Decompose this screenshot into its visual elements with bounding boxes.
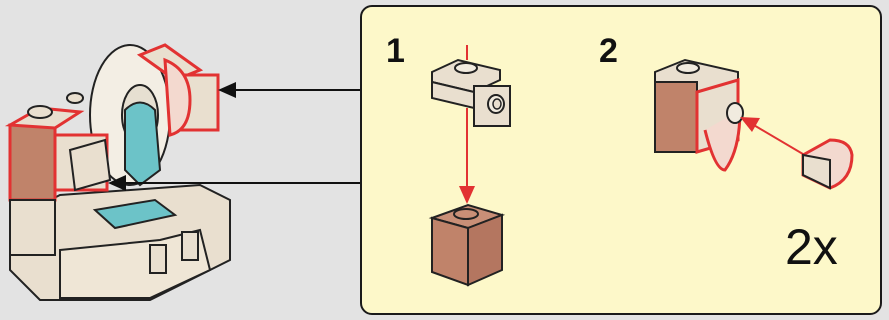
quantity-multiplier: 2x bbox=[785, 219, 838, 275]
brick-brown-step1 bbox=[428, 203, 506, 287]
rounded-piece-step2 bbox=[801, 138, 854, 190]
step-number-2: 2 bbox=[599, 32, 618, 70]
bracket-piece-step1 bbox=[431, 45, 511, 127]
step2-arrow bbox=[751, 123, 809, 158]
assembly-step2 bbox=[654, 58, 744, 172]
assembled-model-illustration bbox=[4, 43, 231, 301]
step-number-1: 1 bbox=[386, 32, 405, 70]
